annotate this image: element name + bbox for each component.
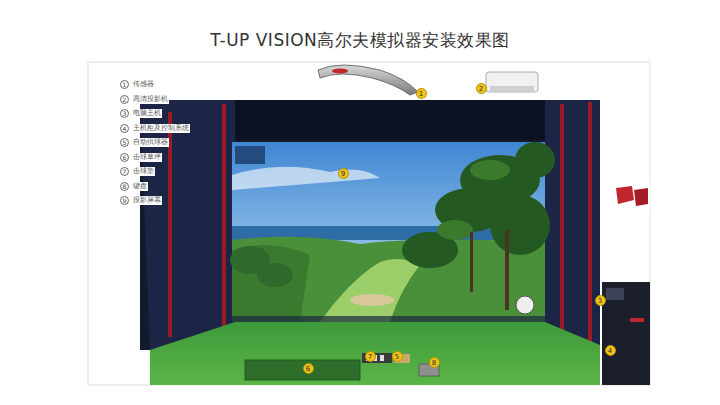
- callout-number: 6: [303, 363, 314, 374]
- part-name: 自动供球器: [132, 138, 169, 147]
- part-name: 传感器: [132, 80, 155, 89]
- part-name: 键盘: [132, 182, 148, 191]
- callout-number: 3: [595, 295, 606, 306]
- part-name: 高清投影机: [132, 95, 169, 104]
- list-number: 2: [120, 95, 129, 104]
- part-name: 击球垫: [132, 167, 155, 176]
- list-number: 1: [120, 80, 129, 89]
- part-name: 投影屏幕: [132, 196, 162, 205]
- list-number: 4: [120, 124, 129, 133]
- list-number: 8: [120, 182, 129, 191]
- callout-number: 8: [429, 357, 440, 368]
- part-name: 击球草坪: [132, 153, 162, 162]
- list-number: 7: [120, 167, 129, 176]
- list-number: 9: [120, 196, 129, 205]
- callout-number: 1: [416, 88, 427, 99]
- part-name: 电脑主机: [132, 109, 162, 118]
- diagram-title: T-UP VISION高尔夫模拟器安装效果图: [0, 29, 720, 52]
- list-number: 6: [120, 153, 129, 162]
- list-number: 3: [120, 109, 129, 118]
- callout-number: 4: [605, 345, 616, 356]
- callout-number: 9: [338, 168, 349, 179]
- callout-number: 7: [365, 351, 376, 362]
- part-name: 主机柜及控制系统: [132, 124, 190, 133]
- callout-number: 2: [476, 83, 487, 94]
- callout-number: 5: [392, 351, 403, 362]
- list-number: 5: [120, 138, 129, 147]
